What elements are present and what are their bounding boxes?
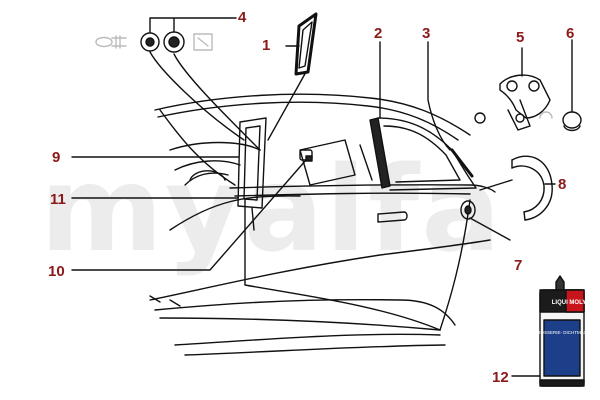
callout-2: 2 [374, 25, 383, 42]
leader-lines [71, 17, 573, 377]
item-5-hinge [474, 74, 553, 131]
callout-7: 7 [514, 257, 523, 274]
callout-12: 12 [492, 369, 509, 386]
item-4-grommets [95, 31, 213, 53]
item-7-seal [460, 200, 476, 220]
item-8-arch-seal [511, 155, 553, 221]
car-body-outline [149, 93, 496, 356]
item-1-vent-seal [294, 12, 318, 76]
tube-caption: KAROSSERIE- DICHTMASSE [531, 330, 593, 335]
callout-9: 9 [52, 149, 61, 166]
callout-5: 5 [516, 29, 525, 46]
tube-brand: LIQUI MOLY [552, 300, 586, 306]
vent-window [237, 117, 267, 231]
callout-4: 4 [238, 9, 247, 26]
door-handle [377, 211, 408, 223]
callout-1: 1 [262, 37, 271, 54]
callout-3: 3 [422, 25, 431, 42]
item-12-sealant-tube [539, 275, 585, 387]
item-6-plug [562, 111, 582, 132]
door-window-frame [369, 117, 477, 191]
watermark: myalfa [40, 140, 503, 278]
callout-10: 10 [48, 263, 65, 280]
callout-6: 6 [566, 25, 575, 42]
callout-8: 8 [558, 176, 567, 193]
callout-11: 11 [50, 191, 66, 208]
